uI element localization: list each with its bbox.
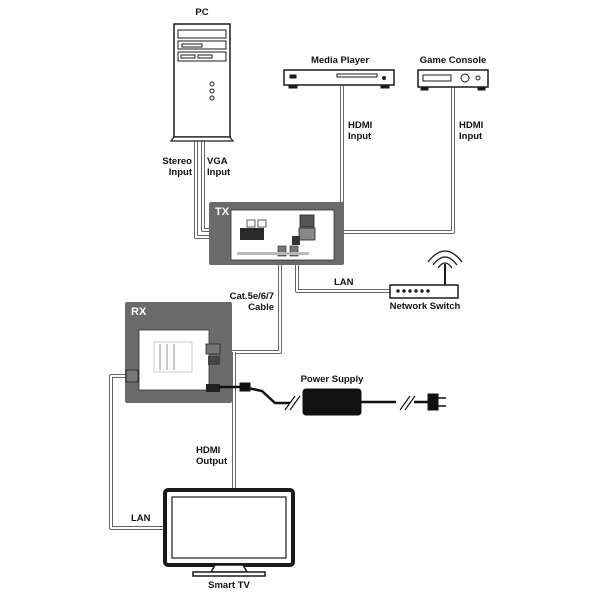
lan-switch-label: LAN bbox=[334, 277, 354, 288]
network-switch-label: Network Switch bbox=[389, 301, 461, 312]
media-player-label: Media Player bbox=[310, 55, 370, 66]
rx-label: RX bbox=[131, 306, 147, 318]
power-supply-device bbox=[218, 382, 446, 416]
power-dc-cable bbox=[218, 385, 290, 405]
smart-tv-device bbox=[163, 488, 295, 577]
game-console-label: Game Console bbox=[419, 55, 487, 66]
network-switch-device bbox=[389, 250, 463, 299]
media-player-device bbox=[283, 69, 395, 89]
tx-label: TX bbox=[215, 206, 230, 218]
rx-receiver bbox=[125, 302, 232, 403]
power-supply-label: Power Supply bbox=[300, 374, 364, 385]
pc-tower bbox=[169, 23, 235, 142]
smart-tv-label: Smart TV bbox=[208, 580, 250, 591]
tx-transmitter bbox=[209, 202, 344, 265]
lan-tv-label: LAN bbox=[131, 513, 151, 524]
pc-label: PC bbox=[195, 7, 209, 18]
game-console-device bbox=[417, 69, 489, 91]
